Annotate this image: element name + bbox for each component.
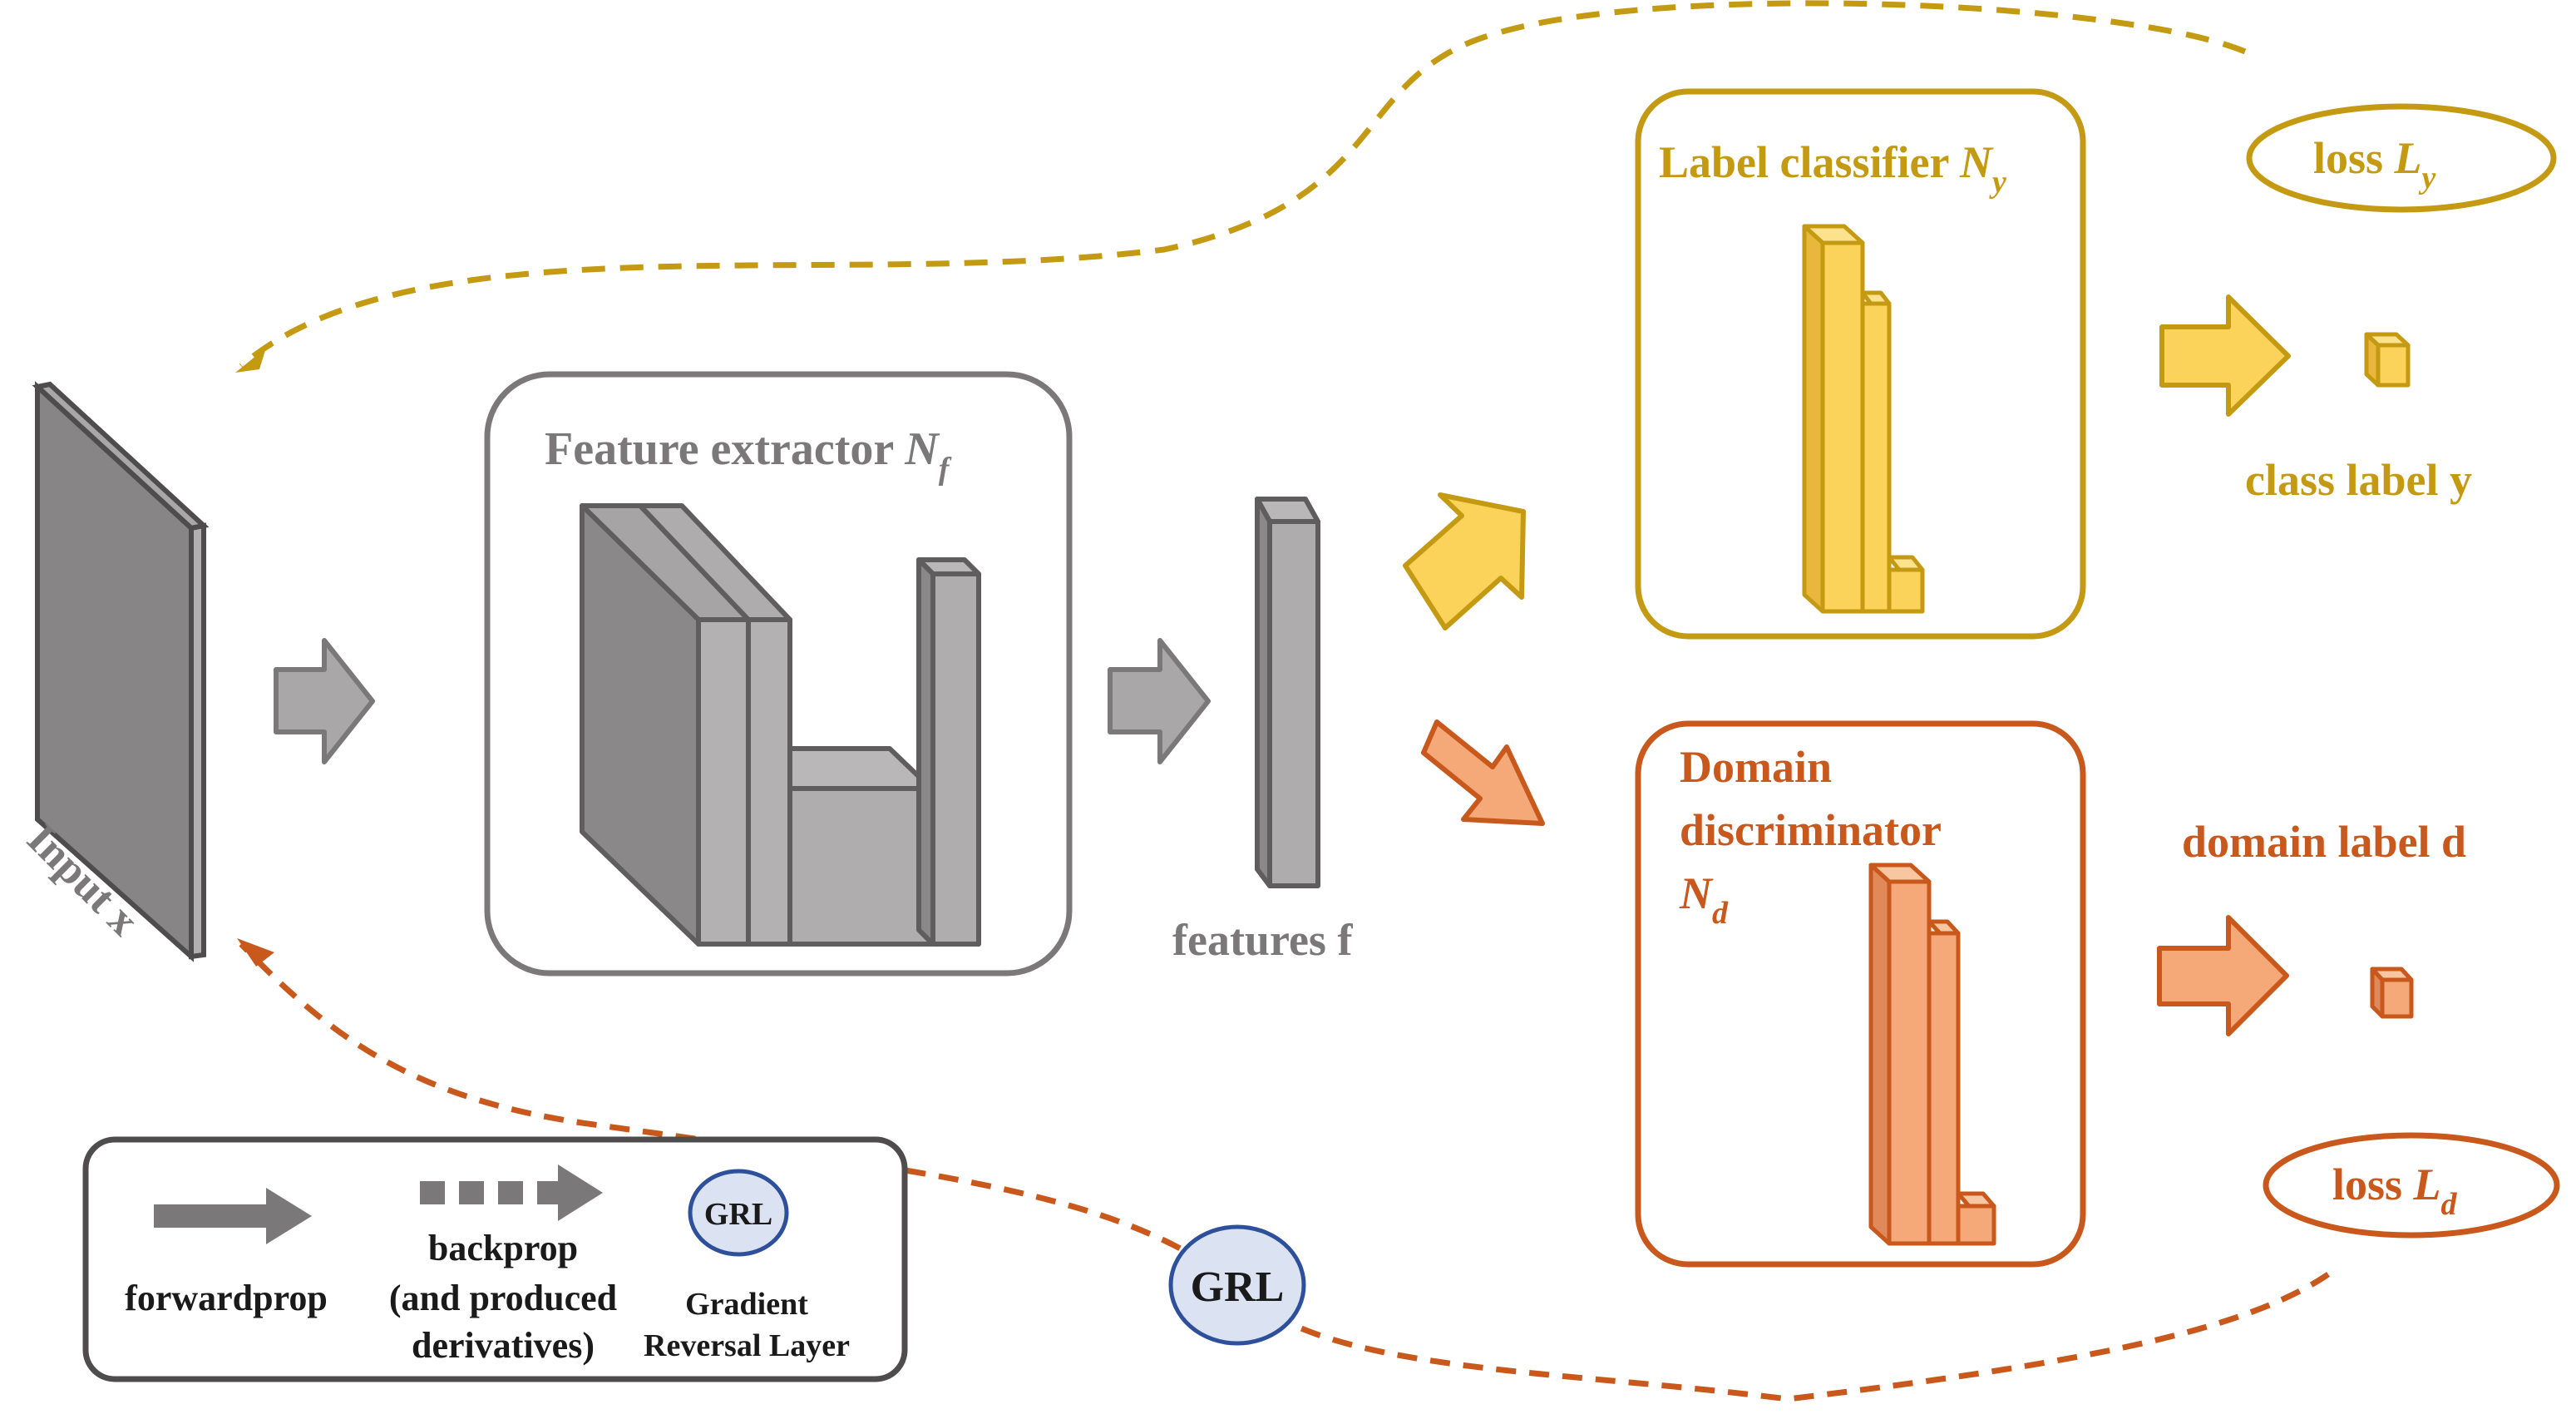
feature-extractor-title: Feature extractor Nf [545, 423, 952, 487]
input-slab [32, 381, 210, 962]
label-classifier-title: Label classifier Ny [1659, 137, 2006, 200]
legend-forwardprop-label: forwardprop [125, 1278, 328, 1318]
loss-d-text: loss Ld [2332, 1159, 2458, 1222]
forward-arrow-to-label-classifier [1403, 492, 1526, 630]
grl-node [1168, 1224, 1306, 1346]
output-arrow-domain [2157, 915, 2289, 1036]
legend-backprop-line1: backprop [428, 1228, 578, 1268]
label-classifier-bars [1802, 224, 1925, 614]
domain-discriminator-bars [1868, 863, 1996, 1246]
domain-discriminator-symbol: Nd [1679, 868, 1729, 931]
backprop-arrowhead-domain [237, 938, 274, 967]
legend-backprop-arrow [420, 1164, 603, 1221]
legend-grl-line1: Gradient [685, 1287, 808, 1322]
legend-backprop-line3: derivatives) [412, 1325, 595, 1366]
class-label-cube [2364, 332, 2411, 388]
legend-grl-badge-label: GRL [704, 1197, 772, 1232]
grl-node-label: GRL [1191, 1263, 1285, 1311]
forward-arrow-to-domain-discriminator [1421, 719, 1545, 826]
domain-discriminator-line2: discriminator [1680, 805, 1942, 855]
legend-grl-line2: Reversal Layer [644, 1328, 850, 1363]
loss-y-ellipse [2246, 103, 2557, 213]
backprop-arrowhead-label [235, 348, 266, 373]
feature-extractor-layers [580, 503, 981, 947]
legend-grl-badge [688, 1169, 789, 1257]
domain-label-text: domain label d [2182, 817, 2466, 867]
loss-y-text: loss Ly [2313, 133, 2436, 195]
loss-d-ellipse [2263, 1132, 2560, 1239]
class-label-text: class label y [2245, 455, 2472, 505]
domain-discriminator-line1: Domain [1680, 742, 1832, 792]
forward-arrow-1 [274, 638, 375, 764]
domain-discriminator-box [1635, 720, 2086, 1268]
legend-forward-arrow [154, 1188, 312, 1244]
forward-arrow-2 [1108, 638, 1211, 764]
features-column [1255, 497, 1320, 888]
backprop-curve-label [239, 0, 2247, 368]
output-arrow-class [2159, 294, 2291, 417]
legend-backprop-line2: (and produced [389, 1278, 617, 1318]
domain-label-cube [2370, 967, 2414, 1019]
features-label: features f [1172, 915, 1353, 965]
